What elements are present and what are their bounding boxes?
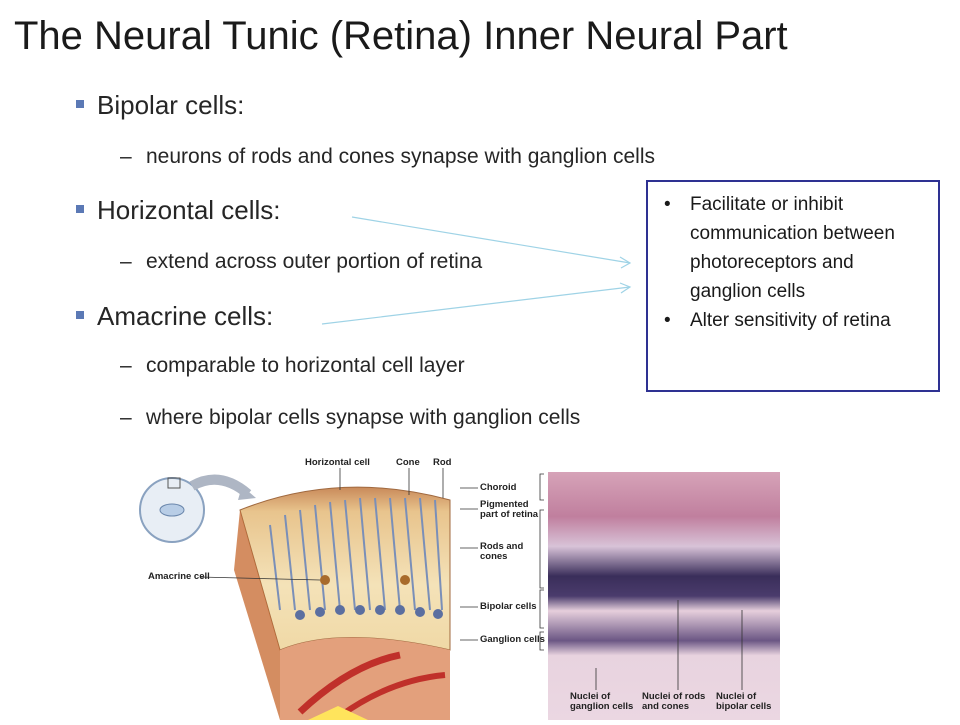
label-line: part of retina <box>480 509 539 520</box>
label-line: Pigmented <box>480 499 529 510</box>
label-nuclei-bipolar: Nuclei of bipolar cells <box>716 692 771 712</box>
label-line: Nuclei of <box>570 691 611 702</box>
label-leader-lines <box>199 468 743 690</box>
label-nuclei-rods-cones: Nuclei of rods and cones <box>642 692 705 712</box>
callout-item: Facilitate or inhibit communication betw… <box>664 190 928 306</box>
sub-bullet-horizontal: –extend across outer portion of retina <box>120 250 482 274</box>
callout-item: Alter sensitivity of retina <box>664 306 928 335</box>
callout-box: Facilitate or inhibit communication betw… <box>646 180 940 392</box>
dash-marker: – <box>120 250 132 273</box>
label-line: Nuclei of rods <box>642 691 706 702</box>
bullet-label: Bipolar cells: <box>97 90 245 120</box>
label-bipolar-cells: Bipolar cells <box>480 601 537 612</box>
bullet-amacrine: Amacrine cells: <box>76 301 273 332</box>
dash-marker: – <box>120 145 132 168</box>
eye-diagram-icon <box>139 474 256 543</box>
label-choroid: Choroid <box>480 482 517 493</box>
label-line: Nuclei of <box>716 691 757 702</box>
square-bullet-icon <box>76 205 84 214</box>
sub-bullet-bipolar: –neurons of rods and cones synapse with … <box>120 145 655 169</box>
arrow-amacrine-to-callout <box>321 286 631 325</box>
label-pigmented: Pigmented part of retina <box>480 500 538 520</box>
square-bullet-icon <box>76 100 84 109</box>
micrograph-image <box>548 472 780 720</box>
retina-block <box>234 486 451 720</box>
light-direction-arrow-icon <box>308 706 368 720</box>
retina-figure: Horizontal cell Cone Rod Amacrine cell C… <box>130 450 790 720</box>
label-horizontal-cell: Horizontal cell <box>305 457 370 468</box>
sub-bullet-amacrine-1: –comparable to horizontal cell layer <box>120 354 465 378</box>
slide-title: The Neural Tunic (Retina) Inner Neural P… <box>14 14 788 58</box>
sub-bullet-text: extend across outer portion of retina <box>146 250 483 273</box>
bullet-label: Horizontal cells: <box>97 195 281 225</box>
bullet-horizontal: Horizontal cells: <box>76 195 281 226</box>
label-ganglion-cells: Ganglion cells <box>480 634 545 645</box>
arrow-horizontal-to-callout <box>351 216 631 264</box>
label-line: ganglion cells <box>570 701 634 712</box>
label-rods-and-cones: Rods and cones <box>480 542 523 562</box>
label-nuclei-ganglion: Nuclei of ganglion cells <box>570 692 633 712</box>
retina-illustration <box>139 472 780 720</box>
sub-bullet-text: comparable to horizontal cell layer <box>146 354 465 377</box>
sub-bullet-text: neurons of rods and cones synapse with g… <box>146 145 655 168</box>
label-amacrine-cell: Amacrine cell <box>148 571 210 582</box>
label-cone: Cone <box>396 457 420 468</box>
dash-marker: – <box>120 354 132 377</box>
arrowhead-icon <box>619 282 632 294</box>
label-line: Rods and <box>480 541 524 552</box>
bullet-bipolar: Bipolar cells: <box>76 90 244 121</box>
label-line: cones <box>480 551 508 562</box>
bullet-label: Amacrine cells: <box>97 301 274 331</box>
dash-marker: – <box>120 406 132 429</box>
sub-bullet-text: where bipolar cells synapse with ganglio… <box>146 406 581 429</box>
square-bullet-icon <box>76 311 84 320</box>
label-line: and cones <box>642 701 689 712</box>
arrowhead-icon <box>619 256 632 269</box>
sub-bullet-amacrine-2: –where bipolar cells synapse with gangli… <box>120 406 580 430</box>
label-rod: Rod <box>433 457 452 468</box>
label-line: bipolar cells <box>716 701 772 712</box>
